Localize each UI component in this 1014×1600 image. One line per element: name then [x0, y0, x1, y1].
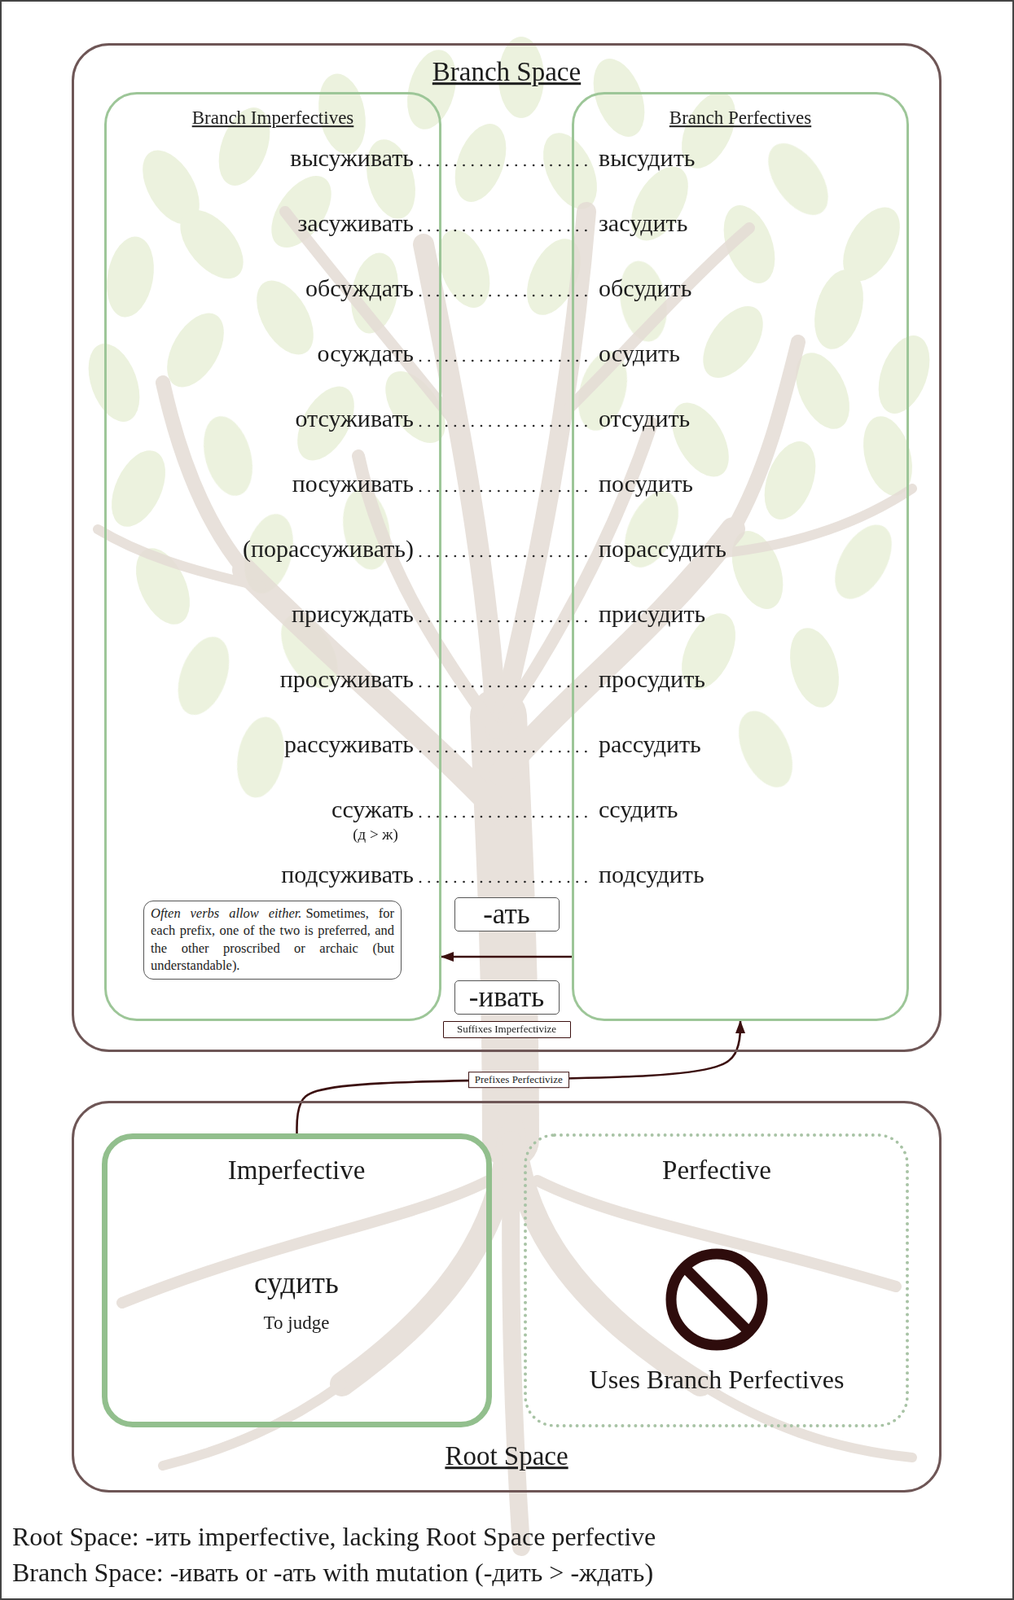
verb-form: посуживать: [292, 469, 414, 499]
leader-dots: [420, 229, 594, 233]
leaf: [100, 442, 176, 536]
leader-dots: [420, 816, 594, 819]
tree-branch: [162, 382, 245, 571]
leaf: [690, 295, 775, 389]
caption-text: Suffixes Imperfectivize: [456, 1023, 557, 1036]
verb-form: рассуживать: [284, 729, 414, 760]
suffix-text: -ать: [482, 899, 531, 931]
suffix-box: -ивать: [454, 980, 560, 1016]
leaf: [531, 124, 608, 218]
leaf: [100, 232, 161, 321]
verb-form: порассудить: [598, 534, 727, 564]
node-heading: Root Space: [444, 1440, 568, 1474]
leader-dots: [420, 425, 594, 428]
note-text: Often verbs allow either.: [150, 905, 302, 922]
leader-dots: [420, 881, 594, 884]
leader-dots: [420, 294, 594, 298]
verb-form: просуживать: [280, 664, 414, 694]
tree-root: [122, 1180, 489, 1304]
tree-root: [537, 1180, 896, 1287]
verb-form: рассудить: [598, 729, 702, 760]
tree-branch: [423, 244, 497, 734]
verb-form: отсуживать: [295, 403, 415, 434]
footnote-line: Root Space: -ить imperfective, lacking R…: [12, 1521, 656, 1553]
tree-branch: [716, 488, 913, 554]
root-space-panel: Root Space Imperfective судить To judge Perf…: [71, 1101, 942, 1493]
connector-arrow: [297, 1021, 742, 1134]
leader-dots: [420, 620, 594, 624]
leaf: [755, 132, 840, 226]
node-text: судить: [254, 1265, 339, 1302]
leaf: [231, 713, 291, 802]
verb-form: обсудить: [598, 273, 692, 303]
tree-root: [342, 1123, 511, 1385]
leader-dots: [420, 750, 594, 754]
leaf: [781, 622, 848, 713]
footnote-line: Branch Space: -ивать or -ать with mutati…: [12, 1557, 654, 1589]
leaf: [195, 410, 261, 501]
tree-root: [700, 1384, 913, 1458]
mutation-note: (д > ж): [352, 825, 399, 845]
node-heading: Branch Space: [432, 56, 581, 89]
verb-form: высуживать: [289, 143, 414, 173]
verb-form: просудить: [598, 664, 706, 694]
leader-dots: [420, 685, 594, 689]
perfective-column: Branch Perfectives высудить засудить обсуди…: [571, 92, 909, 1022]
leaf: [727, 702, 804, 796]
tree-root: [510, 1140, 522, 1548]
note-box: Often verbs allow either.Sometimes, for …: [143, 900, 402, 980]
node-heading: Perfective: [662, 1154, 772, 1188]
suffix-box: -ать: [454, 897, 560, 933]
verb-form: посудить: [598, 469, 694, 499]
node-heading: Branch Imperfectives: [192, 106, 355, 130]
leader-dots: [420, 164, 594, 167]
leaf: [168, 629, 240, 722]
leaf: [869, 328, 940, 421]
branch-space-panel: Branch SpaceBranch Imperfectives высужива…: [71, 43, 942, 1053]
imperfective-column: Branch Imperfectives высуживать засуживать…: [104, 92, 442, 1022]
verb-form: засуживать: [297, 208, 414, 238]
leader-dots: [420, 555, 594, 558]
prohibition-slash: [684, 1268, 749, 1332]
edge-label: Prefixes Perfectivize: [468, 1071, 570, 1089]
verb-form: отсудить: [598, 403, 690, 434]
imperfective-box: Imperfective судить To judge: [101, 1133, 492, 1428]
verb-form: осудить: [598, 338, 681, 369]
leaf: [806, 263, 872, 355]
leaf: [167, 198, 255, 291]
suffix-text: -ивать: [469, 982, 545, 1014]
leaf: [583, 51, 655, 144]
node-text: Uses Branch Perfectives: [589, 1364, 845, 1396]
verb-form: ссужать: [331, 794, 414, 825]
leader-dots: [420, 490, 594, 493]
verb-form: осуждать: [316, 338, 414, 369]
verb-form: ссудить: [598, 794, 678, 825]
node-heading: Branch Perfectives: [669, 106, 812, 130]
leaf: [445, 116, 517, 209]
verb-form: (порассуживать): [242, 534, 414, 564]
caption-box: Suffixes Imperfectivize: [443, 1021, 571, 1039]
tree-branch: [570, 228, 750, 408]
prohibition-symbol: [671, 1254, 763, 1346]
leader-dots: [420, 359, 594, 363]
leaf: [79, 336, 150, 429]
node-heading: Imperfective: [228, 1154, 366, 1188]
verb-form: подсудить: [598, 860, 705, 890]
verb-form: обсуждать: [305, 273, 414, 303]
verb-form: подсуживать: [280, 860, 414, 890]
verb-form: присуждать: [291, 599, 414, 629]
verb-form: засудить: [598, 208, 688, 238]
tree-branch: [733, 342, 799, 530]
node-text: To judge: [263, 1312, 330, 1335]
tree-branch: [285, 211, 457, 424]
connector-arrow: [441, 956, 572, 959]
tree-branch: [97, 529, 261, 587]
verb-form: присудить: [598, 599, 706, 629]
verb-form: высудить: [598, 143, 695, 173]
perfective-box: PerfectiveUses Branch Perfectives: [523, 1133, 909, 1428]
